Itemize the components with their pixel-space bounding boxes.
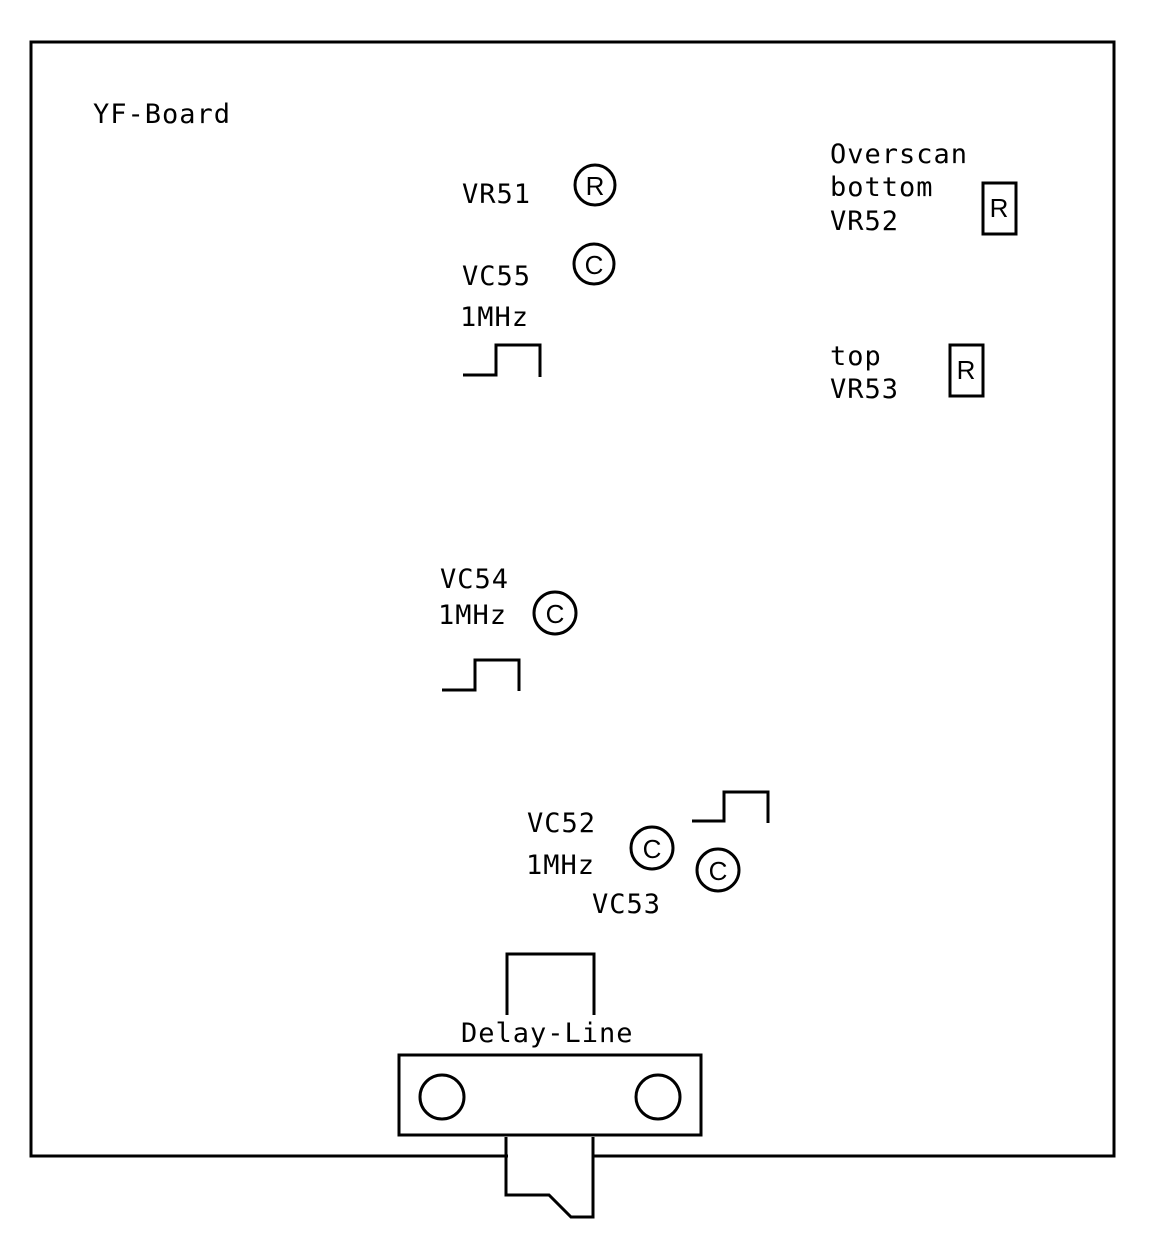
square-wave-icon: [442, 658, 521, 692]
vc55-component[interactable]: VC55 C 1MHz: [460, 242, 616, 377]
vr53-label-line1: top: [830, 341, 882, 372]
vr51-label: VR51: [462, 179, 531, 210]
delay-line-component[interactable]: Delay-Line: [397, 952, 703, 1219]
vr52-label-line3: VR52: [830, 206, 899, 237]
trimmer-capacitor-icon: [629, 825, 675, 871]
vc55-symbol: C: [585, 250, 604, 280]
vc52-symbol: C: [643, 834, 662, 864]
square-wave-icon: [463, 343, 542, 377]
vr53-label-line2: VR53: [830, 374, 899, 405]
square-wave-icon: [692, 790, 770, 823]
vr52-symbol: R: [990, 193, 1009, 223]
trimmer-capacitor-icon: [572, 242, 616, 286]
delay-line-label: Delay-Line: [461, 1018, 634, 1049]
trimmer-resistor-icon: [948, 343, 985, 398]
vc54-frequency: 1MHz: [438, 600, 507, 631]
vc55-label: VC55: [462, 261, 531, 292]
trimmer-capacitor-icon: [695, 847, 741, 893]
delay-line-board-gap: [508, 1150, 593, 1160]
vr52-component[interactable]: Overscan bottom VR52 R: [830, 139, 1018, 237]
mounting-hole-icon: [634, 1073, 682, 1121]
vc53-symbol: C: [709, 856, 728, 886]
trimmer-resistor-icon: [573, 163, 617, 207]
vc54-label: VC54: [440, 564, 509, 595]
vc53-component[interactable]: C VC53: [592, 847, 741, 920]
vc53-label: VC53: [592, 889, 661, 920]
vc54-symbol: C: [546, 599, 565, 629]
delay-line-bottom-tab: [504, 1137, 595, 1219]
vr53-symbol: R: [957, 355, 976, 385]
board-title: YF-Board: [93, 99, 231, 130]
vc52-component[interactable]: VC52 1MHz C: [526, 790, 770, 881]
mounting-hole-icon: [418, 1073, 466, 1121]
vc52-label: VC52: [527, 808, 596, 839]
vr51-symbol: R: [586, 171, 605, 201]
vr52-label-line1: Overscan: [830, 139, 968, 170]
vc55-frequency: 1MHz: [460, 302, 529, 333]
vr52-label-line2: bottom: [830, 172, 934, 203]
delay-line-body: [397, 1053, 703, 1137]
vr51-component[interactable]: VR51 R: [462, 163, 617, 210]
trimmer-capacitor-icon: [532, 590, 578, 636]
delay-line-top-pin: [505, 952, 596, 1015]
vc54-component[interactable]: VC54 1MHz C: [438, 564, 578, 692]
vr53-component[interactable]: top VR53 R: [830, 341, 985, 405]
trimmer-resistor-icon: [981, 181, 1018, 236]
vc52-frequency: 1MHz: [526, 850, 595, 881]
